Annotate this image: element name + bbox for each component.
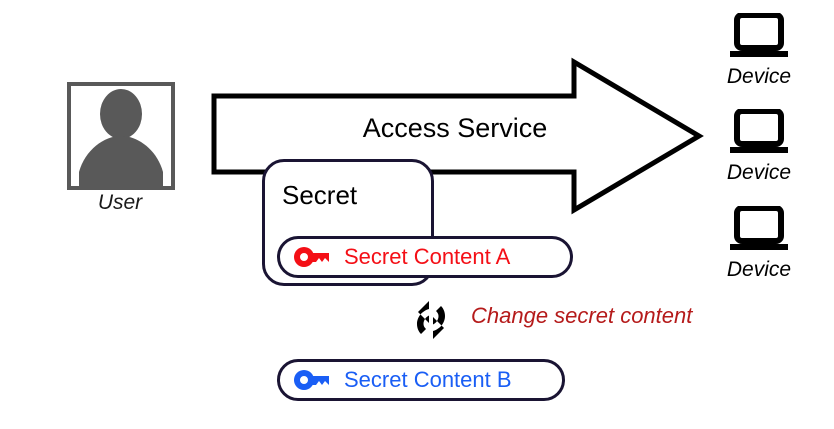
change-secret-content-label: Change secret content [471,303,693,328]
device-label: Device [726,258,792,281]
key-icon [293,246,333,268]
device-label: Device [726,161,792,184]
laptop-icon [707,13,811,63]
device-node-3: Device [707,206,811,282]
device-label: Device [726,65,792,88]
secret-content-a-label: Secret Content A [344,244,511,269]
user-avatar-icon [67,82,175,190]
user-label: User [97,191,143,214]
secret-content-a-pill[interactable]: Secret Content A [277,236,573,278]
secret-content-b-label: Secret Content B [344,367,512,392]
key-icon [293,369,333,391]
sync-arrows-icon [409,296,453,344]
access-service-label: Access Service [362,113,548,143]
secret-content-b-pill[interactable]: Secret Content B [277,359,565,401]
user-node: User [64,79,176,214]
secret-box-label: Secret [282,180,358,210]
laptop-icon [707,206,811,256]
laptop-icon [707,109,811,159]
device-node-2: Device [707,109,811,185]
device-node-1: Device [707,13,811,89]
